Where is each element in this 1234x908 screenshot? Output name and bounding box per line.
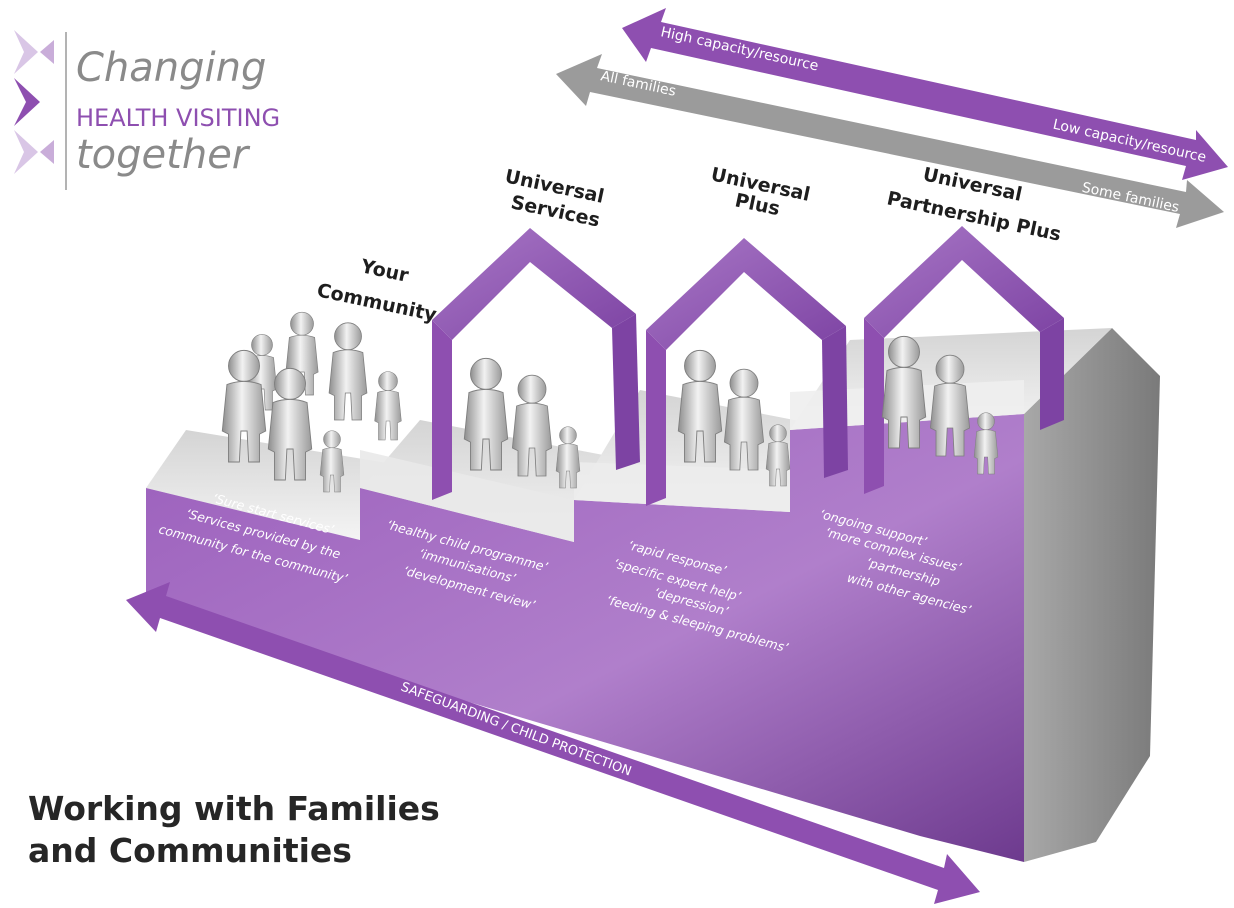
- people-universal-services: [463, 357, 581, 489]
- block-front-face: [146, 414, 1024, 862]
- step-title-universal-plus: Universal Plus: [709, 163, 812, 220]
- house-universal-partnership-plus: [864, 226, 1064, 494]
- house-universal-services: [432, 228, 640, 500]
- house-universal-plus: [646, 238, 848, 506]
- logo-line-together: together: [76, 132, 251, 178]
- step-title-community-line1: Your: [358, 255, 411, 287]
- step-title-community-line2: Community: [315, 279, 439, 326]
- step-top-community: [146, 430, 430, 540]
- page-title-line2: and Communities: [28, 831, 352, 870]
- page-title: Working with Families and Communities: [28, 788, 440, 872]
- page-title-line1: Working with Families: [28, 789, 440, 828]
- logo-line-health-visiting: HEALTH VISITING: [76, 104, 280, 132]
- step-title-universal-services: Universal Services: [503, 165, 606, 231]
- step-title-community: Your Community: [315, 255, 439, 326]
- logo: Changing HEALTH VISITING together: [14, 30, 280, 190]
- block-side-face: [1024, 328, 1160, 862]
- logo-chevron-icon: [14, 30, 54, 174]
- logo-line-changing: Changing: [76, 45, 266, 91]
